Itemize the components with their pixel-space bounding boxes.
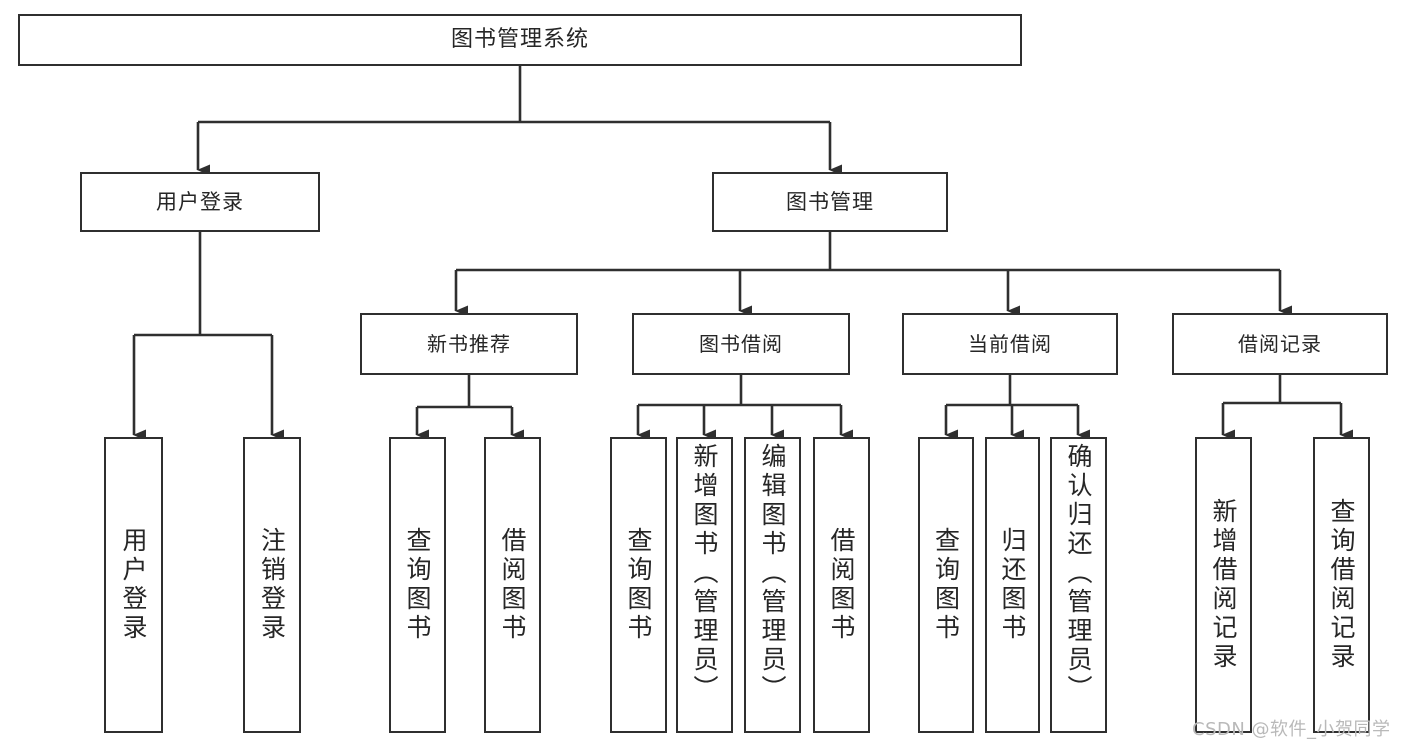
leaf-borrow-add-book-admin[interactable]: 新增图书（管理员） <box>676 437 733 733</box>
leaf-label: 编辑图书（管理员） <box>758 443 787 704</box>
node-new-book-recommend-label: 新书推荐 <box>427 331 511 356</box>
leaf-borrow-borrow-book[interactable]: 借阅图书 <box>813 437 870 733</box>
leaf-record-add-record[interactable]: 新增借阅记录 <box>1195 437 1252 733</box>
leaf-label: 确认归还（管理员） <box>1064 443 1093 704</box>
leaf-borrow-edit-book-admin[interactable]: 编辑图书（管理员） <box>744 437 801 733</box>
leaf-label: 借阅图书 <box>827 527 856 643</box>
node-root[interactable]: 图书管理系统 <box>18 14 1022 66</box>
leaf-label: 新增图书（管理员） <box>690 443 719 704</box>
leaf-label: 用户登录 <box>119 527 148 643</box>
node-book-management[interactable]: 图书管理 <box>712 172 948 232</box>
leaf-record-query-record[interactable]: 查询借阅记录 <box>1313 437 1370 733</box>
leaf-label: 查询图书 <box>931 527 961 643</box>
node-book-management-label: 图书管理 <box>786 189 874 214</box>
leaf-current-confirm-return-admin[interactable]: 确认归还（管理员） <box>1050 437 1107 733</box>
node-new-book-recommend[interactable]: 新书推荐 <box>360 313 578 375</box>
node-current-borrow[interactable]: 当前借阅 <box>902 313 1118 375</box>
node-borrow-record-label: 借阅记录 <box>1238 331 1322 356</box>
node-user-login-label: 用户登录 <box>156 189 244 214</box>
leaf-recommend-query-book[interactable]: 查询图书 <box>389 437 446 733</box>
leaf-label: 借阅图书 <box>498 527 527 643</box>
node-current-borrow-label: 当前借阅 <box>968 331 1052 356</box>
leaf-label: 新增借阅记录 <box>1209 498 1238 672</box>
node-root-label: 图书管理系统 <box>450 27 589 53</box>
leaf-borrow-query-book[interactable]: 查询图书 <box>610 437 667 733</box>
leaf-label: 查询图书 <box>403 527 432 643</box>
node-borrow-record[interactable]: 借阅记录 <box>1172 313 1388 375</box>
node-user-login[interactable]: 用户登录 <box>80 172 320 232</box>
node-book-borrow-label: 图书借阅 <box>699 331 783 356</box>
leaf-label: 归还图书 <box>998 527 1027 643</box>
csdn-watermark: CSDN @软件_小贺同学 <box>1192 719 1391 740</box>
leaf-recommend-borrow-book[interactable]: 借阅图书 <box>484 437 541 733</box>
leaf-label: 查询图书 <box>624 527 653 643</box>
leaf-label: 注销登录 <box>257 527 287 643</box>
leaf-user-login-login[interactable]: 用户登录 <box>104 437 163 733</box>
leaf-label: 查询借阅记录 <box>1327 498 1356 672</box>
leaf-user-login-logout[interactable]: 注销登录 <box>243 437 301 733</box>
leaf-current-return-book[interactable]: 归还图书 <box>985 437 1040 733</box>
leaf-current-query-book[interactable]: 查询图书 <box>918 437 974 733</box>
node-book-borrow[interactable]: 图书借阅 <box>632 313 850 375</box>
